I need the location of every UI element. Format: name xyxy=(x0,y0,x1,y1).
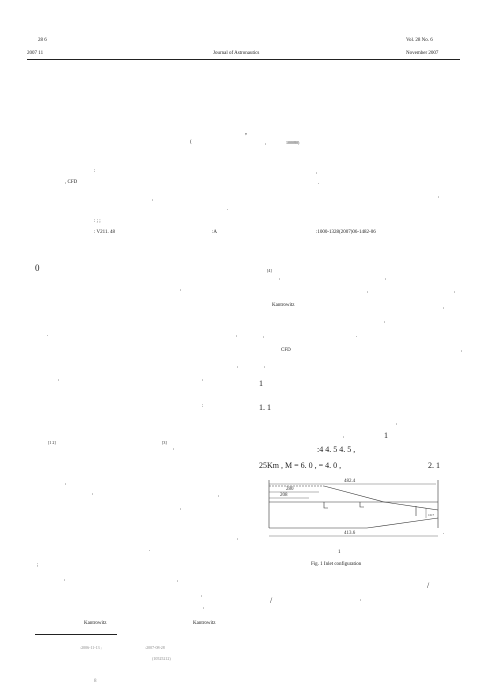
ref-2-1: 2. 1 xyxy=(428,461,440,470)
dim-total-label: 482.4 xyxy=(344,479,356,484)
header-volume-en: Vol. 28 No. 6 xyxy=(406,38,433,43)
right-comma-c: , xyxy=(454,289,456,294)
dim-208-label: 208 xyxy=(280,493,288,498)
ref-4-comma: , xyxy=(279,276,281,281)
left-comma-9: , xyxy=(180,506,182,511)
left-comma-8: , xyxy=(218,493,220,498)
affiliation-open-paren: ( xyxy=(190,140,192,145)
document-code: :A xyxy=(212,230,217,235)
right-period-b: . xyxy=(443,531,445,536)
left-comma-7: , xyxy=(92,491,94,496)
abstract-period-right: . xyxy=(318,181,320,186)
abstract-cfd: , CFD xyxy=(65,180,78,185)
header-date-cn: 2007 11 xyxy=(27,51,44,56)
dim-280-label: 280 xyxy=(286,487,294,492)
right-kantrowitz: Kantrowitz xyxy=(272,303,295,308)
inlet-lower-ramp xyxy=(366,517,439,529)
header-rule xyxy=(27,59,460,60)
inlet-ramp-2 xyxy=(323,485,385,503)
dim-bottom-label: 413.6 xyxy=(344,531,356,536)
right-comma-j: , xyxy=(343,434,345,439)
left-comma-4: , xyxy=(58,377,60,382)
footnote-rule xyxy=(35,634,117,635)
left-period-2: . xyxy=(149,548,151,553)
right-comma-g: , xyxy=(461,348,463,353)
right-slash-1: / xyxy=(427,581,430,590)
left-kantrowitz-1: Kantrowitz xyxy=(84,621,107,626)
left-comma-13: , xyxy=(201,593,203,598)
ref-3-comma: , xyxy=(173,446,175,451)
ref-1-2: [1 2] xyxy=(48,440,56,445)
footnote-fund-number: (10525212) xyxy=(152,656,171,661)
affiliation-comma: , xyxy=(265,141,267,146)
right-number-1: 1 xyxy=(384,431,388,440)
left-comma-6: , xyxy=(65,481,67,486)
left-period-1: . xyxy=(47,333,49,338)
header-volume-cn: 28 6 xyxy=(38,38,47,43)
section-1-1-heading: 1. 1 xyxy=(259,403,271,412)
left-comma-14: , xyxy=(203,605,205,610)
right-comma-b: , xyxy=(367,289,369,294)
inlet-feature-a xyxy=(323,502,328,509)
article-id: :1000-1328(2007)06-1482-06 xyxy=(316,230,376,235)
right-comma-f: , xyxy=(263,334,265,339)
flight-conditions: 25Km , M = 6. 0 , = 4. 0 , xyxy=(259,461,342,470)
title-comma: , xyxy=(245,127,247,136)
ref-4: [4] xyxy=(267,268,272,273)
left-comma-11: , xyxy=(64,577,66,582)
left-comma-3: , xyxy=(237,364,239,369)
left-comma-1: , xyxy=(180,287,182,292)
right-cfd: CFD xyxy=(281,348,291,353)
footnote-page-mark: 8 xyxy=(94,679,97,684)
dim-side-label: 10.7 xyxy=(428,513,434,517)
footnote-received-date: :2006-11-13 ; xyxy=(80,645,102,650)
figure-number: 1 xyxy=(338,550,341,555)
footnote-revised-date: :2007-08-28 xyxy=(145,645,165,650)
left-comma-2: , xyxy=(236,333,238,338)
left-comma-5: , xyxy=(202,377,204,382)
right-comma-h: , xyxy=(264,364,266,369)
affiliation-postcode: 100080) xyxy=(286,140,300,145)
classification-number: : V211. 48 xyxy=(94,230,115,235)
right-slash-2: / xyxy=(270,596,273,605)
abstract-comma-far-right: , xyxy=(438,194,440,199)
inlet-feature-b xyxy=(359,502,364,508)
abstract-colon: : xyxy=(94,169,96,174)
section-1-heading: 1 xyxy=(259,379,263,388)
keywords-marks: : ; ; xyxy=(94,219,101,224)
inlet-throat xyxy=(383,501,439,511)
abstract-period-mid: . xyxy=(227,207,229,212)
header-date-en: November 2007 xyxy=(406,51,439,56)
right-comma-a: , xyxy=(385,276,387,281)
left-comma-12: , xyxy=(177,578,179,583)
left-semicolon: ; xyxy=(37,563,39,568)
wedge-angles: :4 4. 5 4. 5 , xyxy=(317,445,356,454)
header-journal-name: Journal of Astronautics xyxy=(213,51,260,56)
left-kantrowitz-2: Kantrowitz xyxy=(193,621,216,626)
right-period-a: . xyxy=(356,334,358,339)
right-comma-d: , xyxy=(443,305,445,310)
right-comma-k: , xyxy=(360,597,362,602)
inlet-configuration-figure: 482.4 280 208 413.6 10.7 xyxy=(268,479,439,537)
right-comma-i: , xyxy=(396,421,398,426)
abstract-comma-right: , xyxy=(316,170,318,175)
right-comma-e: , xyxy=(384,319,386,324)
left-colon-1: : xyxy=(202,404,204,409)
figure-caption: Fig. 1 Inlet configuration xyxy=(311,562,362,567)
left-comma-10: , xyxy=(237,536,239,541)
abstract-comma-mid: , xyxy=(152,197,154,202)
section-0-heading: 0 xyxy=(35,263,40,273)
ref-3: [3] xyxy=(162,440,167,445)
